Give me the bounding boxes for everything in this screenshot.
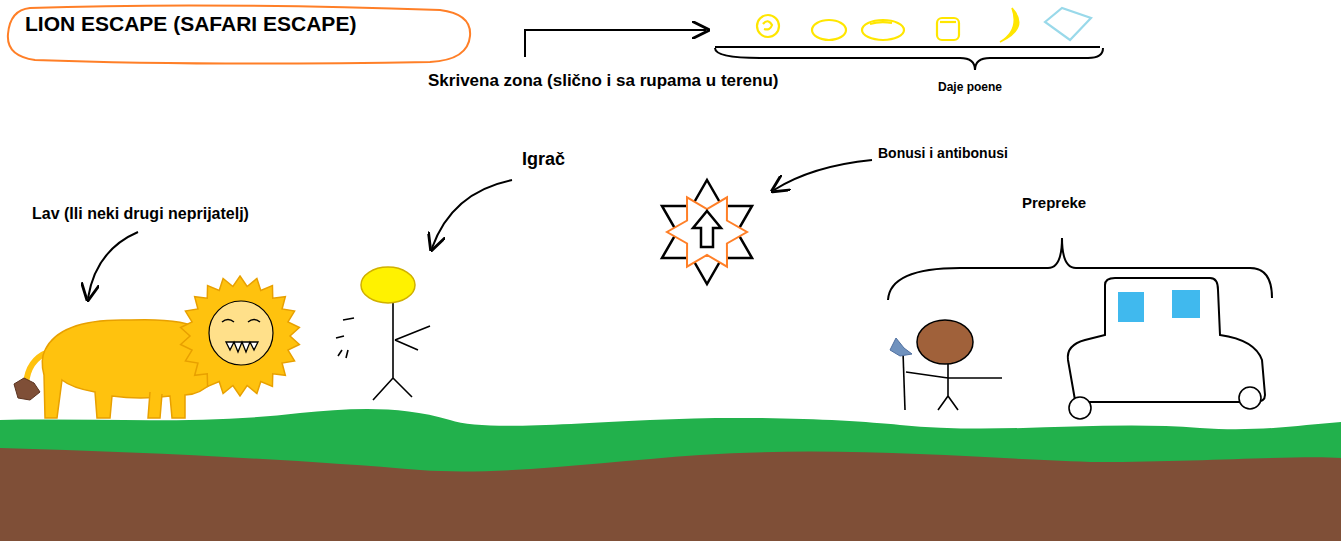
lion-eye (248, 320, 260, 323)
star-inner (667, 197, 747, 266)
car-window (1172, 290, 1200, 318)
leader-arrow (432, 180, 512, 248)
player-head (361, 267, 415, 303)
diamond-gem (1045, 8, 1091, 40)
up-arrow-icon (693, 211, 721, 247)
hunter-body (906, 364, 1002, 410)
obstacle-label: Prepreke (1022, 194, 1086, 211)
car-wheel (1239, 387, 1261, 409)
star-outline (662, 180, 752, 284)
zone-line (715, 46, 1100, 48)
game-title: LION ESCAPE (SAFARI ESCAPE) (25, 12, 356, 36)
jar (937, 18, 959, 40)
lion-teeth (226, 342, 258, 352)
lion-eye (222, 320, 234, 323)
car-body (1068, 278, 1265, 402)
hunter-head (917, 320, 973, 364)
car-wheel (1069, 397, 1091, 419)
player-label: Igrač (522, 149, 565, 170)
zone-label: Skrivena zona (slično i sa rupama u tere… (428, 71, 779, 91)
fruit (812, 20, 846, 40)
bonus-star (662, 180, 752, 284)
brace (715, 48, 1103, 70)
collectibles (757, 8, 1019, 42)
title-outline (8, 5, 470, 63)
grass (0, 409, 1341, 541)
lion-mane (181, 276, 300, 396)
bonus-label: Bonusi i antibonusi (878, 145, 1008, 161)
spear-tip (890, 338, 912, 356)
enemy-label: Lav (Ili neki drugi neprijatelj) (32, 205, 249, 223)
player-body (373, 303, 430, 400)
fruit (757, 15, 779, 37)
lion (14, 276, 299, 418)
jar-detail (940, 21, 956, 23)
leader-arrow (525, 30, 706, 57)
tail-tuft (14, 378, 40, 400)
leader-arrow (88, 232, 138, 298)
points-label: Daje poene (938, 81, 1002, 95)
car-window (1118, 292, 1144, 322)
motion-lines (336, 318, 354, 358)
player (336, 303, 430, 400)
lion-face (209, 301, 273, 365)
fruit (862, 20, 904, 40)
banana (1000, 8, 1019, 42)
leader-arrow (774, 160, 872, 190)
spear (903, 352, 905, 410)
fruit-detail (870, 22, 892, 24)
soil (0, 448, 1341, 541)
fruit-detail (763, 21, 772, 29)
lion-leg (148, 392, 162, 418)
brace (888, 238, 1272, 300)
